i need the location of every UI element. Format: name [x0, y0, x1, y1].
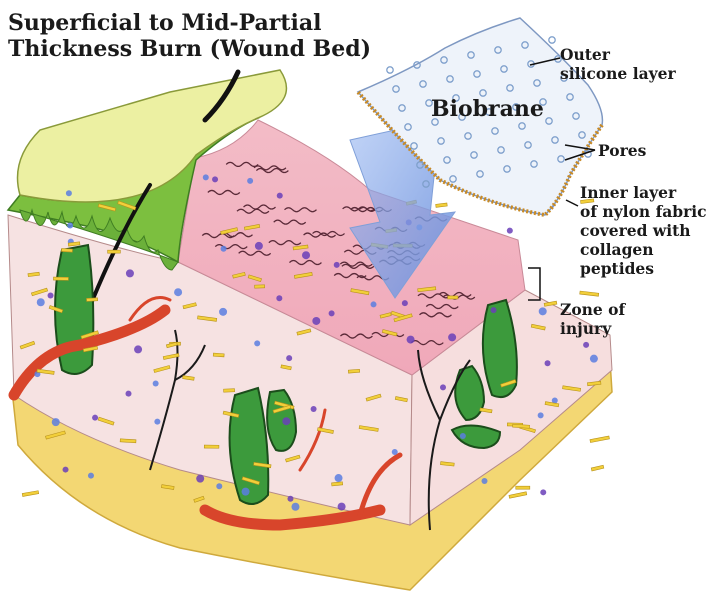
outer-layer-line-2: silicone layer: [560, 64, 676, 83]
collagen-bundle: [436, 203, 448, 207]
cell: [311, 406, 317, 412]
cell: [329, 310, 335, 316]
collagen-bundle: [22, 491, 39, 497]
inner-layer-line-4: collagen: [580, 240, 707, 259]
cell: [247, 178, 253, 184]
cell: [276, 295, 282, 301]
pores-label: Pores: [598, 141, 646, 160]
cell: [402, 300, 408, 306]
cell: [338, 503, 346, 511]
zone-line-2: injury: [560, 319, 625, 338]
inner-layer-line-5: peptides: [580, 259, 707, 278]
outer-layer-label: Outer silicone layer: [560, 45, 676, 83]
collagen-bundle: [580, 291, 599, 296]
title-line-2: Thickness Burn (Wound Bed): [8, 36, 371, 62]
inner-layer-line-2: of nylon fabric: [580, 202, 707, 221]
collagen-bundle: [53, 277, 68, 280]
collagen-bundle: [224, 389, 235, 392]
cell: [92, 415, 98, 421]
collagen-bundle: [120, 439, 136, 443]
cell: [242, 488, 250, 496]
collagen-bundle: [348, 369, 359, 373]
cell: [312, 317, 320, 325]
cell: [67, 222, 73, 228]
cell: [302, 251, 310, 259]
cell: [287, 496, 293, 502]
cell: [335, 474, 343, 482]
cell: [174, 288, 182, 296]
title-line-1: Superficial to Mid-Partial: [8, 10, 371, 36]
cell: [538, 412, 544, 418]
cell: [66, 190, 72, 196]
cell: [291, 503, 299, 511]
biobrane-label: Biobrane: [431, 100, 544, 119]
cell: [37, 298, 45, 306]
cell: [196, 475, 204, 483]
cell: [63, 467, 69, 473]
collagen-bundle: [509, 492, 527, 498]
cell: [286, 355, 292, 361]
cell: [153, 381, 159, 387]
cell: [88, 473, 94, 479]
cell: [407, 336, 415, 344]
cell: [48, 292, 54, 298]
cell: [52, 418, 60, 426]
cell: [482, 478, 488, 484]
cell: [254, 340, 260, 346]
cell: [126, 269, 134, 277]
collagen-bundle: [61, 248, 72, 252]
cell: [334, 262, 340, 268]
cell: [154, 419, 160, 425]
diagram-title: Superficial to Mid-Partial Thickness Bur…: [8, 10, 371, 62]
outer-layer-line-1: Outer: [560, 45, 676, 64]
pore: [549, 37, 555, 43]
cell: [221, 246, 227, 252]
cell: [440, 384, 446, 390]
cell: [392, 449, 398, 455]
collagen-bundle: [590, 436, 610, 443]
zone-line-1: Zone of: [560, 300, 625, 319]
collagen-bundle: [213, 353, 224, 357]
cell: [277, 193, 283, 199]
inner-layer-label: Inner layer of nylon fabric covered with…: [580, 183, 707, 278]
cell: [203, 174, 209, 180]
collagen-bundle: [255, 285, 265, 288]
cell: [216, 483, 222, 489]
cell: [507, 228, 513, 234]
zone-of-injury-label: Zone of injury: [560, 300, 625, 338]
inner-layer-line-1: Inner layer: [580, 183, 707, 202]
cell: [448, 333, 456, 341]
inner-layer-line-3: covered with: [580, 221, 707, 240]
collagen-bundle: [108, 250, 121, 253]
cell: [540, 489, 546, 495]
cell: [545, 360, 551, 366]
cell: [255, 242, 263, 250]
cell: [219, 308, 227, 316]
cell: [134, 345, 142, 353]
cell: [491, 307, 497, 313]
cell: [282, 417, 290, 425]
cell: [126, 391, 132, 397]
collagen-bundle: [448, 296, 458, 299]
cell: [212, 176, 218, 182]
cell: [371, 301, 377, 307]
cell: [583, 342, 589, 348]
collagen-bundle: [204, 445, 219, 448]
collagen-bundle: [86, 298, 97, 302]
collagen-bundle: [591, 465, 604, 471]
collagen-bundle: [516, 486, 530, 489]
pore: [387, 67, 393, 73]
cell: [460, 433, 466, 439]
cell: [539, 307, 547, 315]
cell: [590, 355, 598, 363]
